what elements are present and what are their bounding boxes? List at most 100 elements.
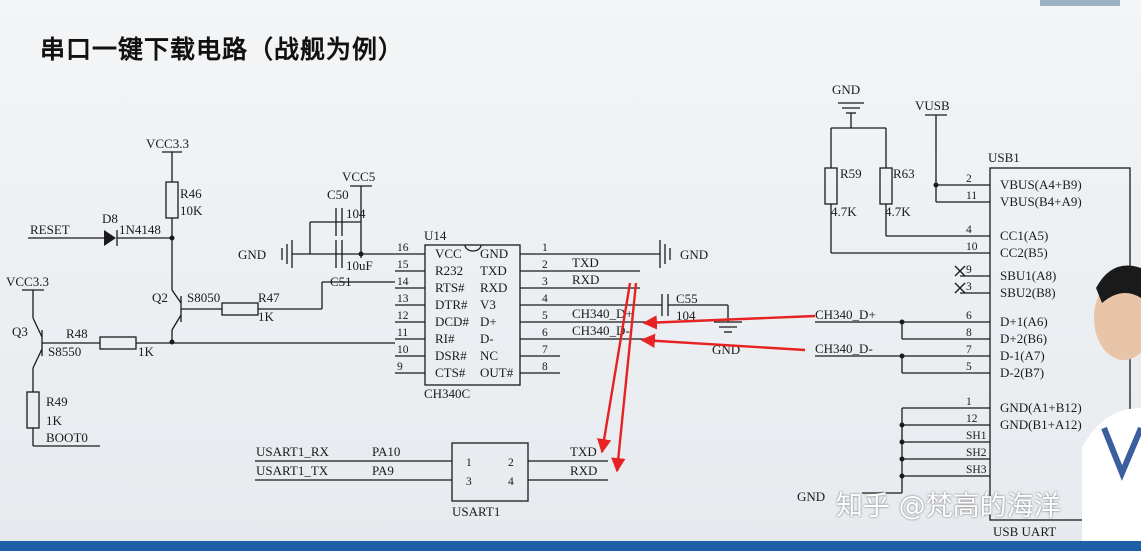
r63-resistor — [879, 167, 893, 205]
r48-resistor — [99, 336, 137, 350]
ch340-pin-num: 14 — [397, 276, 409, 288]
r63-value: 4.7K — [885, 204, 911, 219]
d8-diode-icon — [104, 230, 116, 246]
ch340-pin-num: 11 — [397, 327, 408, 339]
ch340-pin-name: V3 — [480, 297, 496, 312]
dp-net-label: CH340_D+ — [572, 306, 633, 321]
r59-label: R59 — [840, 166, 862, 181]
dm-net-label: CH340_D- — [572, 323, 630, 338]
header-rxd-label: RXD — [570, 463, 597, 478]
vcc33-left-label: VCC3.3 — [6, 274, 49, 289]
presenter-figure — [1082, 265, 1141, 551]
slide-bottom-bar — [0, 541, 1141, 551]
ch340-pin-num: 16 — [397, 242, 409, 254]
ch340-right-nets: GND TXD RXD C55 104 GND CH340_D+ CH340_D… — [560, 240, 742, 357]
usb-pin-name: GND(B1+A12) — [1000, 417, 1082, 432]
c55-value: 104 — [676, 308, 696, 323]
ch340-pin-name: D+ — [480, 314, 497, 329]
r47-label: R47 — [258, 290, 280, 305]
arrow-dm — [640, 333, 806, 352]
r46-label: R46 — [180, 186, 202, 201]
u14-label: U14 — [424, 228, 447, 243]
ch340-pin-num: 10 — [397, 344, 409, 356]
ch340-pin-num: 3 — [542, 276, 548, 288]
usb-dp-net-label: CH340_D+ — [815, 307, 876, 322]
header-pin-1: 1 — [466, 457, 472, 469]
slide-corner-mark — [1040, 0, 1120, 6]
arrow-dp — [642, 314, 816, 330]
c51-label: C51 — [330, 274, 352, 289]
ch340-pin-num: 15 — [397, 259, 409, 271]
ch340c-body — [424, 244, 521, 386]
r46-resistor — [165, 181, 179, 219]
ch340-pin-name: GND — [480, 246, 508, 261]
usart1-header-body — [451, 442, 529, 502]
usart1-header: USART1_RX USART1_TX PA10 PA9 1 2 3 4 TXD… — [255, 442, 608, 519]
usart1-tx-label: USART1_TX — [256, 463, 329, 478]
usb-pin-num: 5 — [966, 361, 972, 373]
ch340-power-circuit: VCC5 C50 104 10uF C51 GND — [238, 169, 395, 289]
usb-pin-num: SH2 — [966, 447, 987, 459]
ch340-pin-name: DSR# — [435, 348, 467, 363]
usart1-rx-label: USART1_RX — [256, 444, 330, 459]
r59-resistor — [824, 167, 838, 205]
r63-label: R63 — [893, 166, 915, 181]
header-txd-label: TXD — [570, 444, 597, 459]
r49-value: 1K — [46, 413, 63, 428]
usb-pin-num: 1 — [966, 396, 972, 408]
r49-label: R49 — [46, 394, 68, 409]
boot0-label: BOOT0 — [46, 430, 88, 445]
usb-pin-name: SBU1(A8) — [1000, 268, 1056, 283]
ch340-pin-name: VCC — [435, 246, 462, 261]
r49-resistor — [26, 391, 40, 429]
usb-pin-num: 11 — [966, 190, 977, 202]
usb-pin-name: CC2(B5) — [1000, 245, 1048, 260]
arrow-txd — [597, 282, 632, 454]
c50-label: C50 — [327, 187, 349, 202]
r59-value: 4.7K — [831, 204, 857, 219]
usb-pin-num: 6 — [966, 310, 972, 322]
ch340-pin-name: D- — [480, 331, 494, 346]
gnd-usb-label: GND — [832, 82, 860, 97]
ch340-pin-num: 2 — [542, 259, 548, 271]
ch340-pin-name: DCD# — [435, 314, 469, 329]
usb1-label: USB1 — [988, 150, 1020, 165]
txd-net-label: TXD — [572, 255, 599, 270]
ch340-pin-num: 5 — [542, 310, 548, 322]
usb-pin-name: VBUS(A4+B9) — [1000, 177, 1082, 192]
ch340-pin-name: CTS# — [435, 365, 466, 380]
vcc5-label: VCC5 — [342, 169, 375, 184]
ch340-pin-name: OUT# — [480, 365, 514, 380]
ch340-pin-name: R232 — [435, 263, 463, 278]
usb-pin-name: SBU2(B8) — [1000, 285, 1056, 300]
ch340c-label: CH340C — [424, 386, 470, 401]
reset-boot-circuit: VCC3.3 R46 10K RESET D8 1N4148 Q2 S8050 … — [6, 136, 395, 447]
usb-pin-name: VBUS(B4+A9) — [1000, 194, 1082, 209]
c50-value: 104 — [346, 206, 366, 221]
usb-pin-name: GND(A1+B12) — [1000, 400, 1082, 415]
r47-value: 1K — [258, 309, 275, 324]
usb-pin-num: SH3 — [966, 464, 987, 476]
rxd-net-label: RXD — [572, 272, 599, 287]
usb-uart-label: USB UART — [993, 524, 1056, 539]
gnd-usb-bottom-label: GND — [797, 489, 825, 504]
usb-pin-num: 7 — [966, 344, 972, 356]
pa9-label: PA9 — [372, 463, 394, 478]
r46-value: 10K — [180, 203, 203, 218]
vcc33-top-label: VCC3.3 — [146, 136, 189, 151]
usb-pin-num: 2 — [966, 173, 972, 185]
ch340-pin-num: 12 — [397, 310, 409, 322]
c55-label: C55 — [676, 291, 698, 306]
slide-title: 串口一键下载电路（战舰为例） — [40, 35, 405, 64]
ch340-pin-name: TXD — [480, 263, 507, 278]
ch340-pin-num: 7 — [542, 344, 548, 356]
ch340-pin-num: 13 — [397, 293, 409, 305]
header-pin-4: 4 — [508, 476, 514, 488]
usb-pin-num: 10 — [966, 241, 978, 253]
usb-pin-name: D-2(B7) — [1000, 365, 1044, 380]
ch340-pin-num: 4 — [542, 293, 548, 305]
ch340-pin-num: 8 — [542, 361, 548, 373]
ch340-pin-name: NC — [480, 348, 498, 363]
